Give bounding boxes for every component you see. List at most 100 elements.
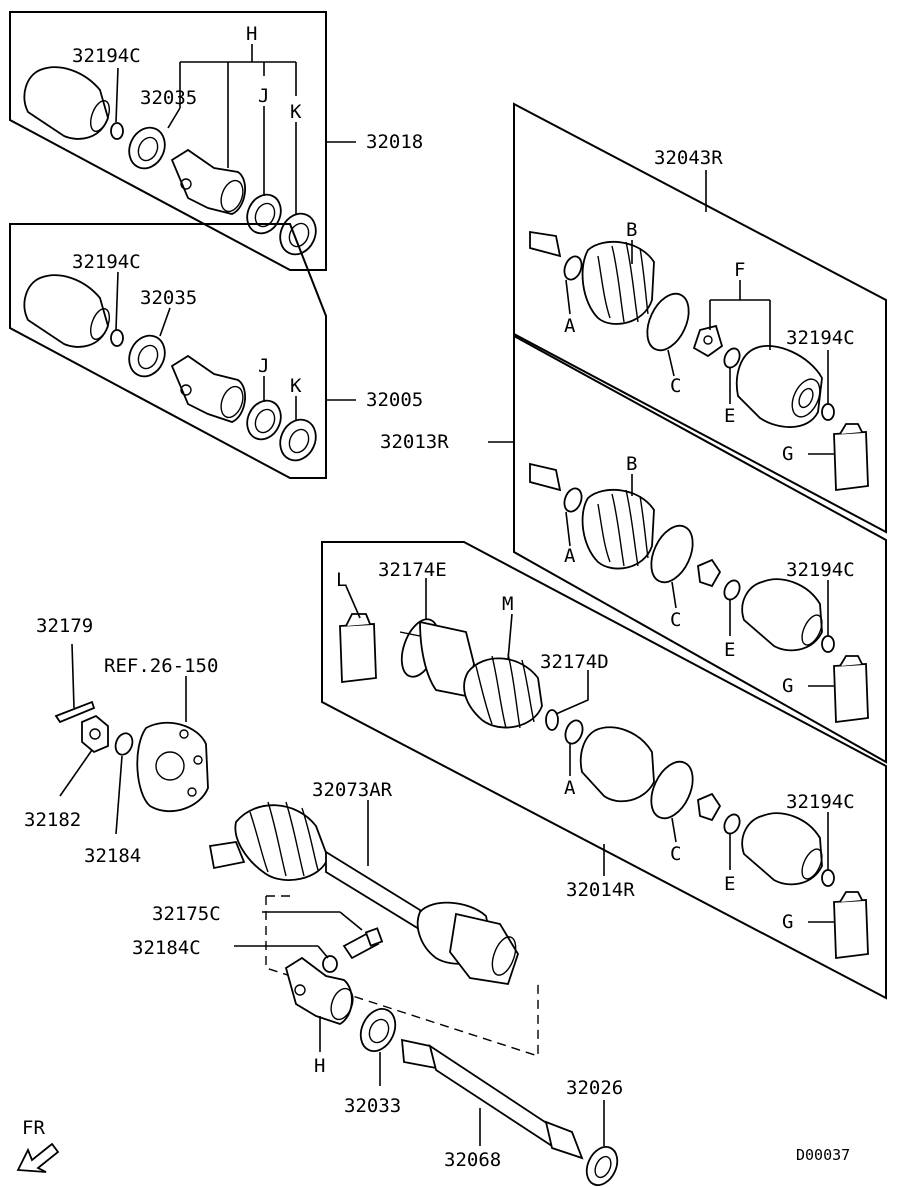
housing-part xyxy=(735,345,823,428)
label-32179: 32179 xyxy=(36,615,93,637)
spider-F-part xyxy=(692,324,724,358)
grease-G-part xyxy=(833,423,869,492)
bolt-washer-part xyxy=(322,955,338,973)
label-32194C: 32194C xyxy=(786,559,855,581)
label-A: A xyxy=(564,315,576,337)
spider-part xyxy=(697,558,722,588)
bearing-part xyxy=(246,399,282,441)
bracket-part xyxy=(170,354,246,423)
label-32194C: 32194C xyxy=(72,251,141,273)
label-fr: FR xyxy=(22,1117,45,1139)
kit-panel-32013R: 32013R B A C 32194C E G xyxy=(380,334,887,764)
boot-B-part xyxy=(581,240,655,325)
label-B: B xyxy=(626,219,637,241)
ring-A-part xyxy=(563,255,583,281)
label-G: G xyxy=(782,443,793,465)
boot-part xyxy=(23,66,110,140)
label-32043R: 32043R xyxy=(654,147,723,169)
circlip-E-part xyxy=(723,347,741,369)
clamp-ring-part xyxy=(110,329,124,347)
label-E: E xyxy=(724,405,735,427)
nut-part xyxy=(81,714,109,754)
label-C: C xyxy=(670,843,681,865)
boot-part xyxy=(23,274,110,348)
bolt-part xyxy=(342,927,384,960)
label-B: B xyxy=(626,453,637,475)
grease-G-part xyxy=(833,655,869,724)
label-H: H xyxy=(246,23,257,45)
label-32005: 32005 xyxy=(366,389,423,411)
label-M: M xyxy=(502,593,513,615)
label-32194C: 32194C xyxy=(786,791,855,813)
seal-ring-part xyxy=(128,334,166,378)
seal-ring-part xyxy=(359,1008,397,1052)
main-assembly: 32179 REF.26-150 32182 32184 32073AR 321… xyxy=(16,615,850,1186)
hub-part xyxy=(136,721,209,813)
label-32026: 32026 xyxy=(566,1077,623,1099)
label-32184: 32184 xyxy=(84,845,141,867)
label-32174D: 32174D xyxy=(540,651,609,673)
ring-part xyxy=(821,869,835,887)
label-G: G xyxy=(782,911,793,933)
label-E: E xyxy=(724,873,735,895)
circlip-E-part xyxy=(723,579,741,601)
kit-panel-32005: 32194C 32035 J K 32005 xyxy=(9,223,423,479)
label-C: C xyxy=(670,375,681,397)
clamp-ring-part xyxy=(110,122,124,140)
ring-A-part xyxy=(564,719,584,745)
bracket-H-part xyxy=(284,956,354,1025)
label-32033: 32033 xyxy=(344,1095,401,1117)
clamp-C-part xyxy=(650,524,694,584)
label-32174E: 32174E xyxy=(378,559,447,581)
label-J: J xyxy=(258,355,269,377)
circlip-E-part xyxy=(723,813,741,835)
cotter-pin-part xyxy=(54,700,96,724)
label-K: K xyxy=(290,375,302,397)
grease-G-part xyxy=(833,891,869,960)
label-32073AR: 32073AR xyxy=(312,779,393,801)
kit-panel-32043R: 32043R B F 32194C A C E G xyxy=(513,102,887,534)
grease-L-part xyxy=(339,613,377,684)
washer-part xyxy=(114,732,134,756)
label-32035: 32035 xyxy=(140,87,197,109)
label-32018: 32018 xyxy=(366,131,423,153)
label-E: E xyxy=(724,639,735,661)
diagram-code: D00037 xyxy=(796,1146,850,1164)
seal-ring-part xyxy=(128,126,166,170)
label-L: L xyxy=(336,569,347,591)
kit-panel-32014R: L 32174E M 32174D A C 32194C E G 32014R xyxy=(321,541,887,1000)
clamp-C-part xyxy=(650,760,694,820)
label-A: A xyxy=(564,777,576,799)
bracket-part xyxy=(170,148,246,215)
label-32194C: 32194C xyxy=(72,45,141,67)
kit-panel-32018: 32194C H 32035 J K 32018 xyxy=(9,11,423,271)
label-32184C: 32184C xyxy=(132,937,201,959)
label-32175C: 32175C xyxy=(152,903,221,925)
dust-seal-part xyxy=(279,418,317,462)
label-ref: REF.26-150 xyxy=(104,655,218,677)
ring-part xyxy=(821,403,835,421)
ring-A-part xyxy=(563,487,583,513)
label-32182: 32182 xyxy=(24,809,81,831)
label-H: H xyxy=(314,1055,325,1077)
boot-B-part xyxy=(581,488,655,570)
boot-part xyxy=(741,812,823,886)
label-A: A xyxy=(564,545,576,567)
ring-32174D-part xyxy=(545,709,559,731)
ring-part xyxy=(821,635,835,653)
boot-M-part xyxy=(463,653,543,729)
inner-shaft-part xyxy=(400,1038,584,1160)
boot-part xyxy=(579,726,655,803)
front-arrow-icon xyxy=(16,1142,60,1173)
label-K: K xyxy=(290,101,302,123)
label-32014R: 32014R xyxy=(566,879,635,901)
label-32013R: 32013R xyxy=(380,431,449,453)
label-C: C xyxy=(670,609,681,631)
label-F: F xyxy=(734,259,745,281)
seal-ring-part xyxy=(585,1146,619,1186)
label-G: G xyxy=(782,675,793,697)
boot-part xyxy=(741,578,823,652)
drive-shaft-part xyxy=(208,801,519,986)
label-32068: 32068 xyxy=(444,1149,501,1171)
